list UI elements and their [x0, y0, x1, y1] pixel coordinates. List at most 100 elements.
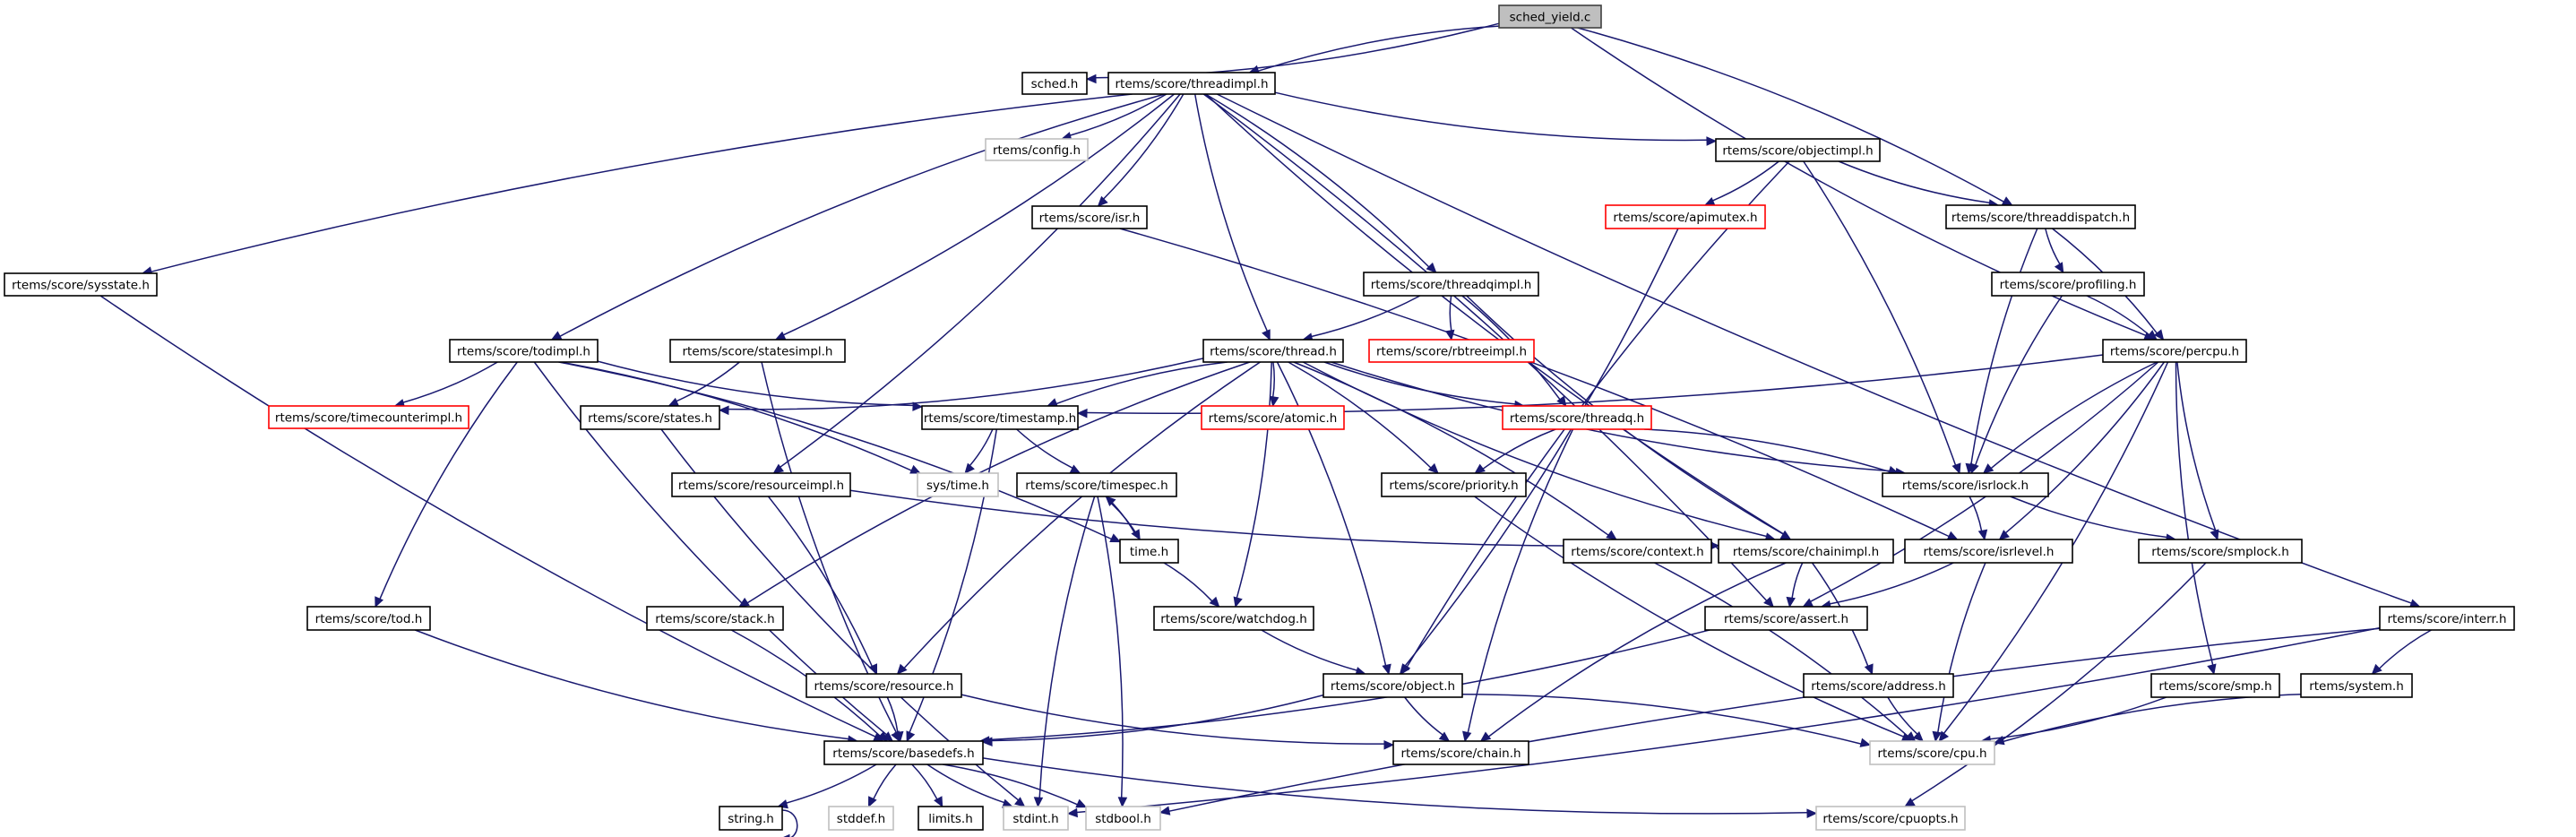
node-thread[interactable]: rtems/score/thread.h [1202, 339, 1344, 363]
node-todimpl[interactable]: rtems/score/todimpl.h [449, 339, 599, 363]
edge-timespec-to-stdbool [1097, 496, 1128, 808]
node-isrlock[interactable]: rtems/score/isrlock.h [1882, 472, 2049, 497]
edge-line [1654, 562, 1908, 737]
node-timecounterimpl[interactable]: rtems/score/timecounterimpl.h [268, 405, 470, 429]
edge-chainimpl-to-assert [1786, 562, 1804, 608]
node-percpu[interactable]: rtems/score/percpu.h [2102, 339, 2247, 363]
arrowhead-icon [1806, 808, 1818, 818]
node-rbtreeimpl[interactable]: rtems/score/rbtreeimpl.h [1368, 339, 1535, 363]
node-sched[interactable]: sched.h [1021, 72, 1088, 95]
node-threadq[interactable]: rtems/score/threadq.h [1502, 405, 1652, 430]
edge-interr-to-stdbool [1159, 627, 2381, 815]
edge-resource-to-chain [961, 694, 1395, 750]
node-stddef[interactable]: stddef.h [828, 806, 894, 831]
arrowhead-icon [1033, 797, 1044, 808]
edge-todimpl-to-timecounterimpl [393, 361, 498, 409]
node-stdbool[interactable]: stdbool.h [1085, 806, 1161, 831]
arrowhead-icon [1905, 731, 1917, 742]
node-systime[interactable]: sys/time.h [917, 472, 999, 497]
node-apimutex[interactable]: rtems/score/apimutex.h [1605, 204, 1766, 229]
node-timespec[interactable]: rtems/score/timespec.h [1016, 472, 1177, 497]
node-tod[interactable]: rtems/score/tod.h [306, 606, 431, 631]
node-label: rtems/score/isrlevel.h [1924, 545, 2055, 559]
node-chain[interactable]: rtems/score/chain.h [1392, 740, 1529, 765]
node-label: rtems/score/smp.h [2158, 679, 2271, 694]
arrowhead-icon [550, 331, 563, 341]
edge-line [1069, 93, 1167, 136]
node-smplock[interactable]: rtems/score/smplock.h [2138, 539, 2303, 564]
node-threadimpl[interactable]: rtems/score/threadimpl.h [1107, 72, 1276, 95]
node-timestamp[interactable]: rtems/score/timestamp.h [921, 405, 1079, 430]
node-box [828, 806, 894, 831]
node-threaddispatch[interactable]: rtems/score/threaddispatch.h [1945, 204, 2136, 229]
node-assert[interactable]: rtems/score/assert.h [1704, 606, 1868, 631]
node-chainimpl[interactable]: rtems/score/chainimpl.h [1718, 539, 1894, 564]
node-objectimpl[interactable]: rtems/score/objectimpl.h [1715, 138, 1881, 162]
node-resourceimpl[interactable]: rtems/score/resourceimpl.h [671, 472, 851, 497]
edge-apimutex-to-object [1399, 228, 1679, 675]
arrowhead-icon [1426, 262, 1437, 273]
node-watchdog[interactable]: rtems/score/watchdog.h [1153, 606, 1314, 631]
edge-watchdog-to-object [1261, 629, 1366, 677]
node-system[interactable]: rtems/system.h [2300, 673, 2413, 698]
node-threadqimpl[interactable]: rtems/score/threadqimpl.h [1363, 272, 1539, 297]
edge-threadq-to-chain [1462, 428, 1574, 743]
node-config[interactable]: rtems/config.h [985, 138, 1089, 161]
edge-object-to-chain [1404, 696, 1451, 742]
arrowhead-icon [1399, 663, 1410, 675]
node-object[interactable]: rtems/score/object.h [1322, 673, 1463, 698]
node-address[interactable]: rtems/score/address.h [1803, 673, 1954, 698]
node-cpuopts[interactable]: rtems/score/cpuopts.h [1815, 806, 1966, 831]
node-box [1815, 806, 1966, 831]
node-label: sched.h [1031, 77, 1079, 91]
node-statesimpl[interactable]: rtems/score/statesimpl.h [669, 339, 846, 363]
edge-line [1937, 562, 1986, 733]
arrowhead-icon [877, 730, 889, 742]
node-states[interactable]: rtems/score/states.h [580, 405, 720, 430]
edge-line [1016, 428, 1073, 469]
edge-line [1830, 562, 1954, 605]
node-box [1031, 205, 1148, 229]
node-root[interactable]: sched_yield.c [1498, 4, 1602, 29]
node-priority[interactable]: rtems/score/priority.h [1381, 472, 1527, 497]
node-label: rtems/score/sysstate.h [12, 279, 150, 293]
node-interr[interactable]: rtems/score/interr.h [2379, 606, 2515, 631]
arrowhead-icon [1117, 797, 1128, 808]
edge-line [728, 358, 1204, 410]
arrowhead-icon [1982, 463, 1994, 474]
edge-thread-to-states [718, 358, 1204, 416]
node-box [2138, 539, 2303, 564]
node-time[interactable]: time.h [1119, 539, 1179, 564]
edge-line [1261, 629, 1357, 671]
node-stack[interactable]: rtems/score/stack.h [646, 606, 784, 631]
edge-string-to-string [781, 809, 798, 837]
node-isrlevel[interactable]: rtems/score/isrlevel.h [1904, 539, 2073, 564]
node-label: rtems/score/rbtreeimpl.h [1376, 345, 1527, 359]
node-string[interactable]: string.h [719, 806, 783, 831]
node-atomic[interactable]: rtems/score/atomic.h [1201, 405, 1345, 430]
edge-line [1911, 562, 2207, 802]
node-stdint[interactable]: stdint.h [1003, 806, 1069, 831]
arrowhead-icon [1998, 530, 2010, 540]
edge-line [1097, 496, 1124, 798]
edge-line [1404, 696, 1443, 736]
node-profiling[interactable]: rtems/score/profiling.h [1991, 272, 2145, 297]
node-label: rtems/score/tod.h [315, 612, 423, 626]
node-cpu[interactable]: rtems/score/cpu.h [1869, 740, 1995, 765]
arrowhead-icon [772, 463, 785, 474]
node-limits[interactable]: limits.h [918, 806, 984, 831]
node-basedefs[interactable]: rtems/score/basedefs.h [823, 740, 984, 765]
arrowhead-icon [668, 397, 680, 407]
node-label: rtems/score/atomic.h [1209, 411, 1338, 426]
arrowhead-icon [718, 405, 729, 416]
node-resource[interactable]: rtems/score/resource.h [806, 673, 962, 698]
node-box [2150, 673, 2280, 698]
node-smp[interactable]: rtems/score/smp.h [2150, 673, 2280, 698]
node-sysstate[interactable]: rtems/score/sysstate.h [4, 272, 158, 297]
edge-line [1205, 93, 1430, 268]
arrowhead-icon [375, 596, 384, 608]
node-label: rtems/score/smplock.h [2151, 545, 2289, 559]
node-box [719, 806, 783, 831]
node-context[interactable]: rtems/score/context.h [1563, 539, 1712, 564]
node-isr[interactable]: rtems/score/isr.h [1031, 205, 1148, 229]
